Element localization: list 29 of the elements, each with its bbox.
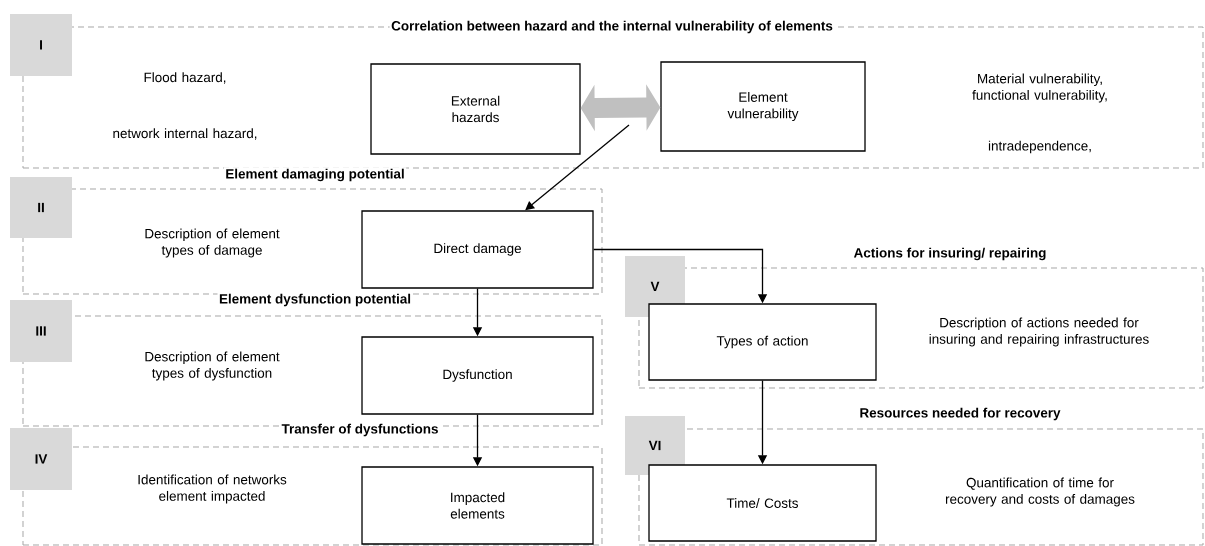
side-text: network internal hazard, [113,128,257,140]
panel-heading: Actions for insuring/ repairing [852,246,1048,262]
process-box: Types of action [648,303,877,381]
panel-heading: Transfer of dysfunctions [280,422,440,438]
side-text: Description of element types of dysfunction [145,351,280,381]
side-text: Identification of networks element impacted [138,474,287,504]
numeral-box: I [10,14,72,76]
numeral-box: III [10,300,72,362]
process-box: External hazards [370,63,581,155]
panel-heading: Resources needed for recovery [857,406,1063,422]
process-box: Time/ Costs [648,464,877,542]
process-box: Impacted elements [361,466,594,545]
process-box: Direct damage [361,210,594,289]
panel-heading: Element dysfunction potential [217,292,413,308]
side-text: intradependence, [988,140,1091,154]
panel-heading: Element damaging potential [223,167,407,183]
side-text: Quantification of time for recovery and costs of damages [945,477,1135,507]
side-text: Description of element types of damage [145,228,280,258]
side-text: Material vulnerability, functional vulnerability, [972,73,1107,103]
process-box: Dysfunction [361,336,594,415]
arrow [525,124,630,211]
numeral-box: IV [10,428,72,490]
process-box: Element vulnerability [660,61,866,152]
double-arrow [580,84,661,132]
side-text: Description of actions needed for insuring and repairing infrastructures [929,317,1149,347]
numeral-box: VI [625,416,685,475]
side-text: Flood hazard, [144,72,226,84]
panel-heading: Correlation between hazard and the internal vulnerability of elements [389,19,835,35]
numeral-box: II [10,177,72,238]
